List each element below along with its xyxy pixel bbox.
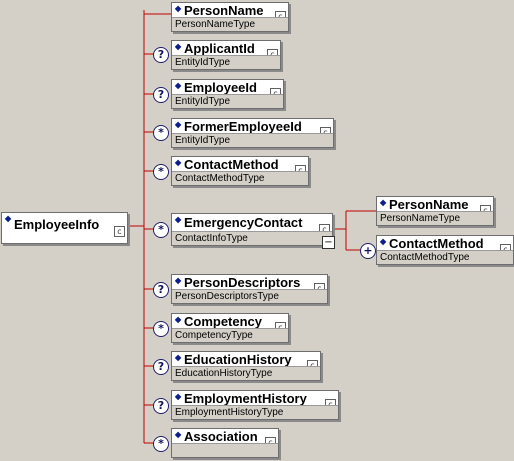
element-emergency-personname[interactable]: ◆PersonName c PersonNameType [376,196,494,226]
element-type [172,443,278,457]
element-name: ContactMethod [389,236,484,251]
element-type: PersonDescriptorsType [172,289,327,303]
element-competency[interactable]: ◆Competency c CompetencyType [171,313,289,343]
element-diamond-icon: ◆ [175,430,182,439]
one-or-more-occurrence-icon: + [360,243,376,259]
element-type: EducationHistoryType [172,366,320,380]
element-name: Competency [184,314,263,329]
optional-occurrence-icon: ? [153,47,169,63]
element-personname[interactable]: ◆PersonName c PersonNameType [171,2,289,32]
element-name: EmergencyContact [184,215,303,230]
complex-type-icon: c [114,226,125,237]
element-diamond-icon: ◆ [175,392,182,401]
element-type: CompetencyType [172,328,288,342]
element-type: PersonNameType [172,17,288,31]
element-diamond-icon: ◆ [175,4,182,13]
element-name: PersonName [389,197,469,212]
optional-occurrence-icon: ? [153,359,169,375]
element-employeeid[interactable]: ◆EmployeeId c EntityIdType [171,79,284,109]
element-diamond-icon: ◆ [175,42,182,51]
root-element-employeeinfo[interactable]: ◆EmployeeInfo c [1,212,128,244]
many-occurrence-icon: * [153,164,169,180]
element-diamond-icon: ◆ [380,198,387,207]
many-occurrence-icon: * [153,436,169,452]
element-name: PersonName [184,3,264,18]
element-type: ContactInfoType [172,231,332,245]
element-diamond-icon: ◆ [175,120,182,129]
element-type: EntityIdType [172,133,333,147]
element-emergencycontact[interactable]: ◆EmergencyContact c ContactInfoType [171,213,333,246]
element-type: ContactMethodType [172,171,308,185]
root-element-name: EmployeeInfo [14,217,100,232]
element-type: EntityIdType [172,94,283,108]
element-diamond-icon: ◆ [175,315,182,324]
element-type: ContactMethodType [377,250,513,264]
element-diamond-icon: ◆ [175,276,182,285]
element-name: Association [184,429,258,444]
many-occurrence-icon: * [153,222,169,238]
optional-occurrence-icon: ? [153,87,169,103]
element-name: EmploymentHistory [184,391,307,406]
element-diamond-icon: ◆ [175,81,182,90]
element-diamond-icon: ◆ [175,215,182,224]
element-diamond-icon: ◆ [175,353,182,362]
element-name: FormerEmployeeId [184,119,302,134]
optional-occurrence-icon: ? [153,282,169,298]
many-occurrence-icon: * [153,321,169,337]
element-name: EducationHistory [184,352,292,367]
element-diamond-icon: ◆ [5,214,12,223]
element-diamond-icon: ◆ [175,158,182,167]
element-persondescriptors[interactable]: ◆PersonDescriptors c PersonDescriptorsTy… [171,274,328,304]
element-name: ContactMethod [184,157,279,172]
element-educationhistory[interactable]: ◆EducationHistory c EducationHistoryType [171,351,321,381]
element-applicantid[interactable]: ◆ApplicantId c EntityIdType [171,40,281,70]
expand-collapse-icon[interactable]: − [322,236,335,249]
element-name: EmployeeId [184,80,257,95]
element-contactmethod[interactable]: ◆ContactMethod c ContactMethodType [171,156,309,186]
element-association[interactable]: ◆Association c [171,428,279,458]
element-name: ApplicantId [184,41,255,56]
element-name: PersonDescriptors [184,275,301,290]
element-type: PersonNameType [377,211,493,225]
element-formeremployeeid[interactable]: ◆FormerEmployeeId c EntityIdType [171,118,334,148]
many-occurrence-icon: * [153,125,169,141]
element-type: EntityIdType [172,55,280,69]
element-emergency-contactmethod[interactable]: ◆ContactMethod c ContactMethodType [376,235,514,265]
optional-occurrence-icon: ? [153,398,169,414]
element-type: EmploymentHistoryType [172,405,338,419]
element-employmenthistory[interactable]: ◆EmploymentHistory c EmploymentHistoryTy… [171,390,339,420]
element-diamond-icon: ◆ [380,237,387,246]
